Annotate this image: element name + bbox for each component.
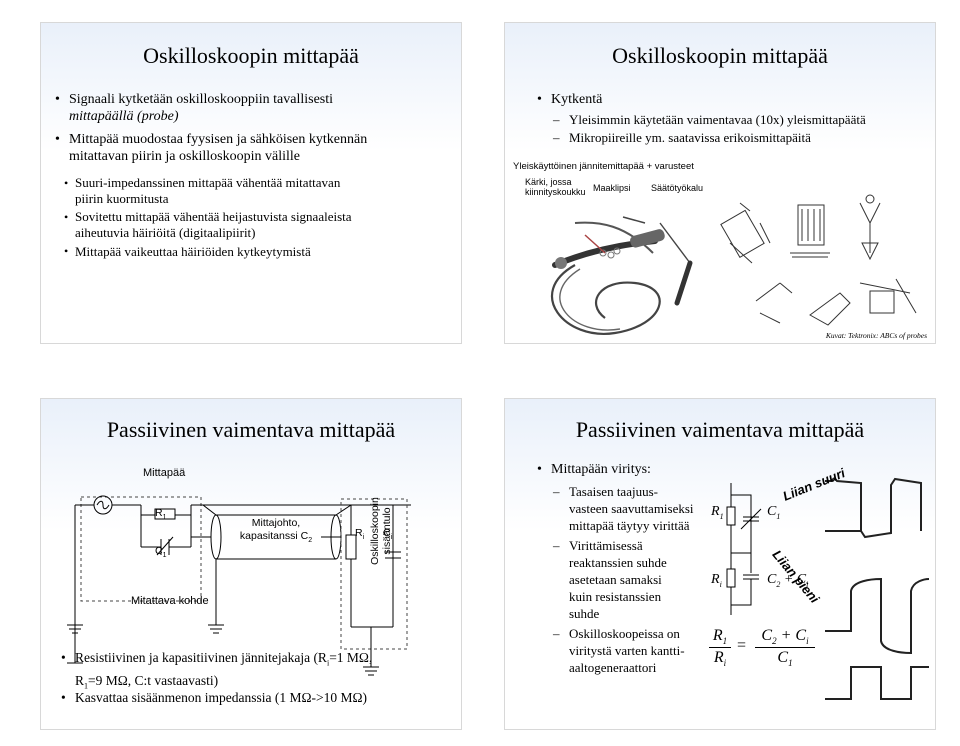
eq-sign: =	[737, 637, 747, 654]
label-cable: Mittajohto, kapasitanssi C2	[239, 517, 313, 545]
subbullet-loading: Suuri-impedanssinen mittapää vähentää mi…	[64, 175, 340, 207]
tuning-circuit	[726, 483, 762, 615]
accessory-drawings	[720, 194, 917, 326]
slide-title: Passiivinen vaimentava mittapää	[106, 417, 396, 442]
bullet-tuning: Mittapään viritys:	[537, 461, 651, 478]
label-r1: R1	[155, 507, 167, 522]
dash-reactance-ratio: Virittämisessä reaktanssien suhde asetet…	[553, 537, 667, 622]
dash-flat-response: Tasaisen taajuus- vasteen saavuttamiseks…	[553, 483, 694, 534]
dash-special-probe: Mikropiireille ym. saatavissa erikoismit…	[553, 129, 811, 146]
eq-lhs-numerator: R1	[712, 627, 728, 647]
label-target: Mitattava kohde	[131, 595, 209, 607]
label-probe: Mittapää	[143, 467, 186, 479]
slide-probe-tuning: Passiivinen vaimentava mittapää Mittapää…	[504, 398, 936, 730]
slide-probe-connection: Oskilloskoopin mittapää Kytkentä Yleisim…	[504, 22, 936, 344]
bullet-divider: Resistiivinen ja kapasitiivinen jännitej…	[61, 649, 372, 694]
subbullet-matching: Sovitettu mittapää vähentää heijastuvist…	[64, 209, 352, 241]
bullet-connection: Kytkentä	[537, 91, 602, 108]
dash-general-probe: Yleisimmin käytetään vaimentavaa (10x) y…	[553, 111, 866, 128]
label-adjust-tool: Säätötyökalu	[651, 183, 704, 193]
slide-title: Passiivinen vaimentava mittapää	[575, 417, 865, 442]
eq-rhs-numerator: C2 + Ci	[761, 627, 809, 647]
slide-title: Oskilloskoopin mittapää	[143, 43, 359, 68]
photo-caption: Yleiskäyttöinen jännitemittapää + varust…	[513, 161, 694, 172]
probe-circuit-diagram	[67, 495, 411, 676]
bullet-connection: Mittapää muodostaa fyysisen ja sähköisen…	[55, 131, 367, 165]
bullet-signal: Signaali kytketään oskilloskooppiin tava…	[55, 91, 333, 125]
label-probe-tip: Kärki, jossa kiinnityskoukku	[525, 177, 586, 197]
image-credit: Kuvat: Tektronix: ABCs of probes	[825, 331, 927, 340]
label-scope-input: Oskilloskoopin sisääntulo	[369, 497, 393, 565]
bullet-impedance: Kasvattaa sisäänmenon impedanssia (1 MΩ-…	[61, 689, 367, 706]
label-c2-ci: C2 + Ci	[767, 572, 809, 589]
eq-rhs-denominator: C1	[777, 649, 793, 669]
label-r1: R1	[711, 504, 724, 521]
subbullet-interference: Mittapää vaikeuttaa häiriöiden kytkeytym…	[64, 243, 311, 260]
dash-square-generator: Oskilloskoopeissa on viritystä varten ka…	[553, 625, 684, 676]
label-ri: Ri	[711, 572, 722, 589]
probe-photo	[551, 216, 693, 335]
slide-passive-probe-circuit: Passiivinen vaimentava mittapää Mittapää	[40, 398, 462, 730]
label-ci: Ci	[383, 527, 393, 542]
slide-title: Oskilloskoopin mittapää	[612, 43, 828, 68]
square-wave-plots	[825, 477, 930, 700]
eq-lhs-denominator: Ri	[713, 649, 727, 669]
label-c1: C1	[767, 504, 781, 521]
label-ground-clip: Maaklipsi	[593, 183, 631, 193]
label-ri: Ri	[355, 527, 365, 542]
slide-probe-intro: Oskilloskoopin mittapää Signaali kytketä…	[40, 22, 462, 344]
label-c1: C1	[155, 545, 167, 560]
